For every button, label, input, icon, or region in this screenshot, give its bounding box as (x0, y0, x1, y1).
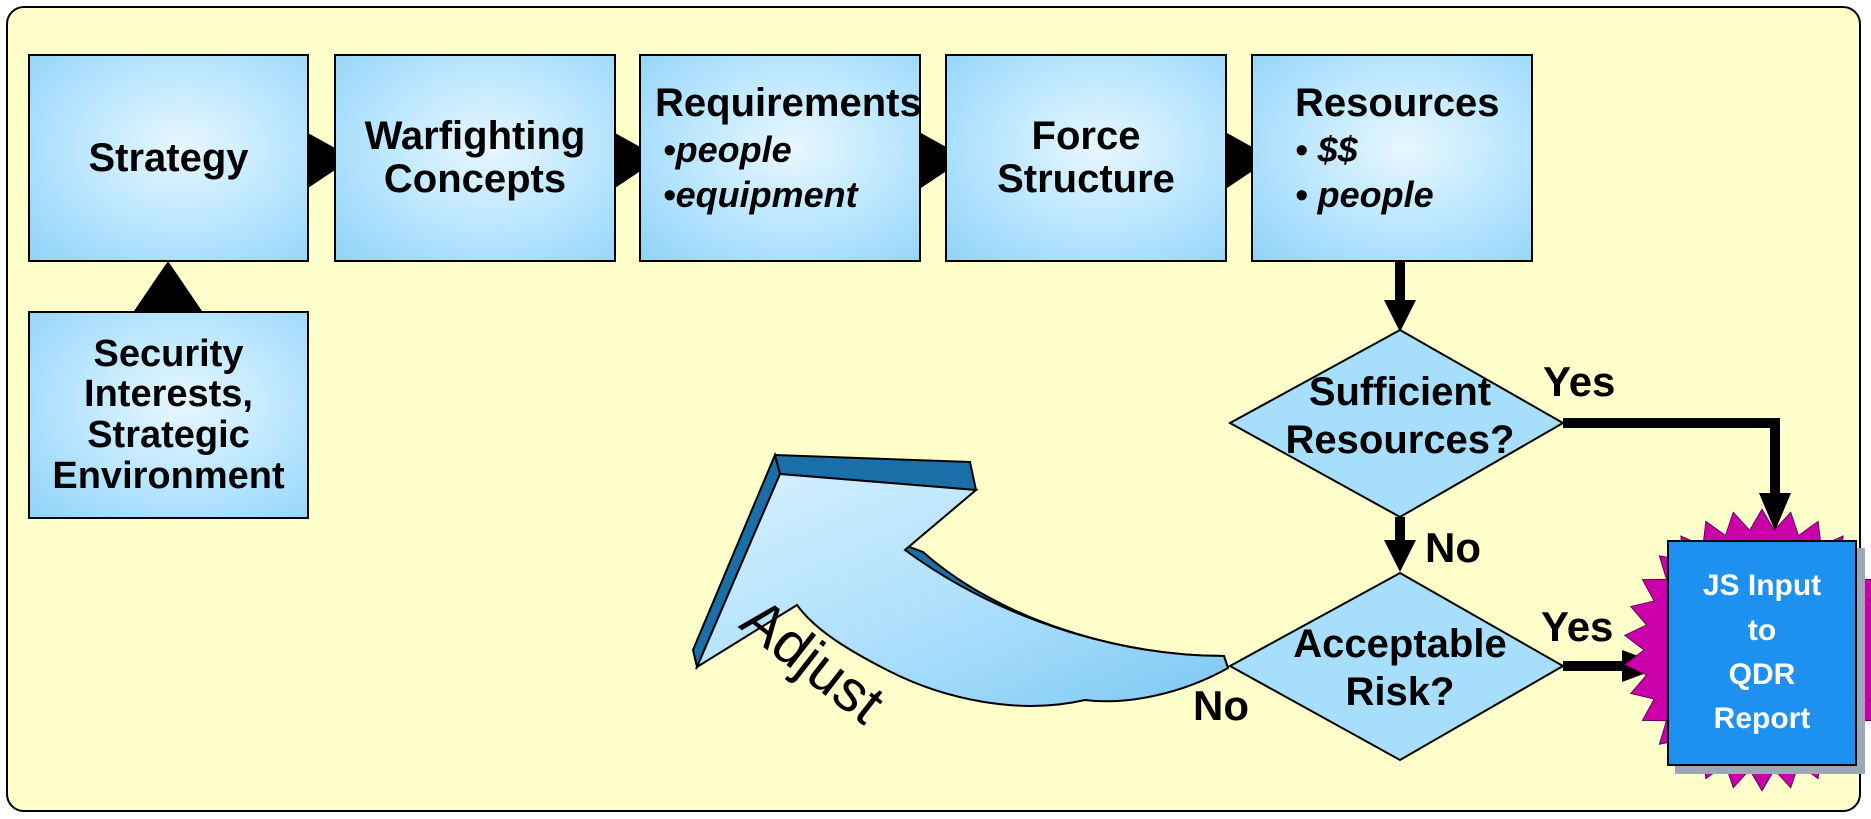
arrowhead-yes-to-report (1759, 493, 1791, 531)
box-resources-bullets: • $$ • people (1295, 127, 1531, 217)
arrow-force-to-resources (1227, 133, 1272, 188)
connector-yes-to-report (1563, 418, 1780, 495)
box-security-interests: Security Interests, Strategic Environmen… (28, 311, 309, 519)
decision-acceptable-risk (1227, 571, 1566, 762)
box-security-line-4: Environment (52, 454, 285, 497)
box-force-structure: Force Structure (945, 54, 1227, 262)
arrow-requirements-to-force (921, 133, 966, 188)
arrow-strategy-to-warfighting (308, 133, 353, 188)
decision-acceptable-line-2: Risk? (1345, 670, 1455, 714)
label-yes-acceptable: Yes (1541, 603, 1614, 650)
decision-sufficient-line-2: Resources? (1285, 418, 1515, 462)
box-warfighting-line-2: Concepts (383, 157, 567, 201)
box-force-line-1: Force (1031, 114, 1141, 159)
arrow-security-to-strategy (134, 261, 202, 311)
box-warfighting-line-1: Warfighting (364, 114, 586, 159)
report-box: JS Input to QDR Report (1667, 540, 1857, 766)
label-no-acceptable: No (1193, 682, 1249, 729)
box-security-line-3: Strategic (87, 414, 250, 456)
report-line-2: to (1747, 613, 1777, 647)
label-yes-sufficient: Yes (1543, 358, 1616, 405)
bullet-equipment: •equipment (663, 173, 858, 215)
box-requirements-title: Requirements (655, 81, 922, 125)
bullet-money: • $$ (1295, 128, 1358, 170)
bullet-people: •people (663, 128, 792, 170)
box-requirements-bullets: •people •equipment (663, 127, 919, 217)
arrowhead-into-acceptable (1384, 540, 1416, 572)
box-strategy-label: Strategy (88, 135, 249, 180)
report-line-3: QDR (1728, 658, 1796, 691)
box-security-line-2: Interests, (84, 373, 253, 416)
box-force-line-2: Structure (997, 157, 1175, 201)
decision-acceptable-label: Acceptable Risk? (1270, 620, 1530, 716)
decision-sufficient-line-1: Sufficient (1308, 370, 1492, 414)
decision-sufficient-label: Sufficient Resources? (1270, 368, 1530, 464)
report-line-4: Report (1713, 702, 1811, 736)
box-requirements: Requirements •people •equipment (639, 54, 922, 262)
box-resources: Resources • $$ • people (1251, 54, 1533, 262)
adjust-arrow (691, 451, 1230, 707)
box-resources-title: Resources (1295, 81, 1500, 125)
box-warfighting-concepts: Warfighting Concepts (334, 54, 616, 262)
bullet-people-resources: • people (1295, 173, 1434, 215)
report-line-1: JS Input (1702, 569, 1822, 603)
arrow-warfighting-to-requirements (615, 133, 660, 188)
decision-acceptable-line-1: Acceptable (1293, 622, 1507, 666)
arrowhead-into-sufficient (1384, 300, 1416, 332)
label-no-sufficient: No (1425, 524, 1481, 571)
box-security-line-1: Security (93, 332, 244, 375)
box-strategy: Strategy (28, 54, 309, 262)
decision-sufficient-resources (1227, 328, 1566, 519)
